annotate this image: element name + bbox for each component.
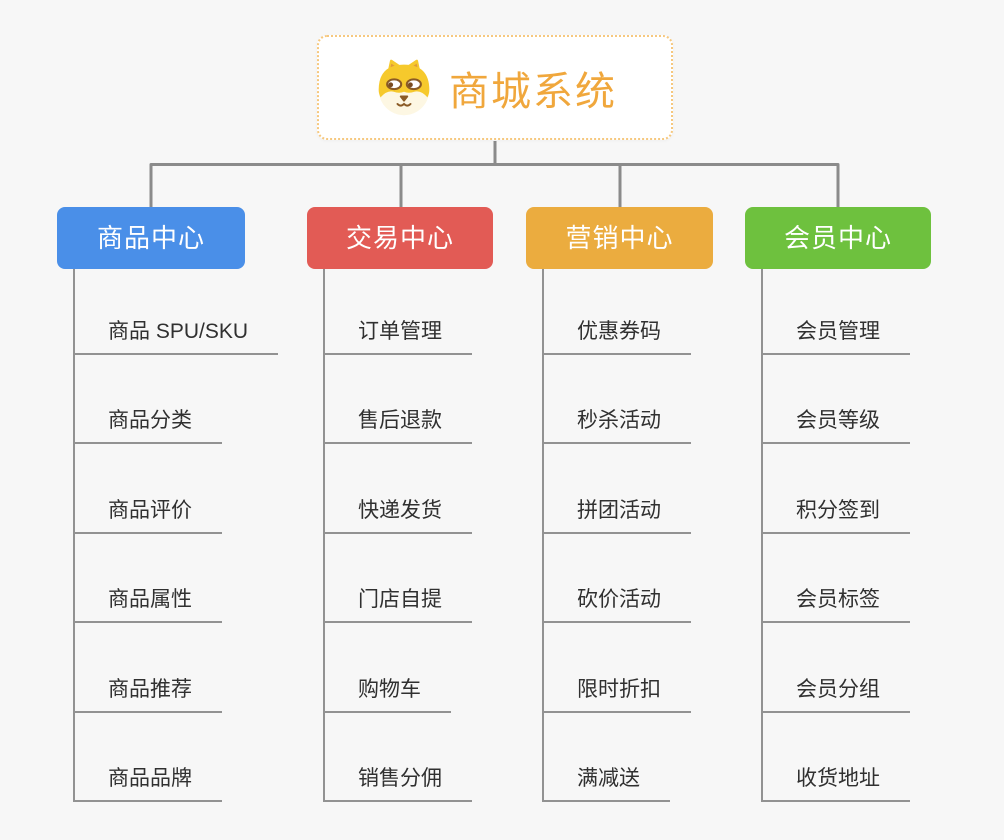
leaf-node[interactable]: 砍价活动 (542, 585, 691, 623)
leaf-node[interactable]: 订单管理 (323, 317, 472, 355)
leaf-node[interactable]: 会员标签 (761, 585, 910, 623)
branch-column-product-center: 商品 SPU/SKU 商品分类 商品评价 商品属性 商品推荐 商品品牌 (73, 269, 323, 804)
leaf-node[interactable]: 售后退款 (323, 406, 472, 444)
branch-column-trade-center: 订单管理 售后退款 快递发货 门店自提 购物车 销售分佣 (323, 269, 573, 804)
leaf-node[interactable]: 商品评价 (73, 496, 222, 534)
leaf-node[interactable]: 积分签到 (761, 496, 910, 534)
leaf-node[interactable]: 购物车 (323, 675, 451, 713)
leaf-node[interactable]: 商品品牌 (73, 764, 222, 802)
shiba-dog-icon (378, 59, 430, 115)
branch-spine (761, 269, 763, 802)
leaf-node[interactable]: 拼团活动 (542, 496, 691, 534)
branch-trade-center[interactable]: 交易中心 (307, 207, 493, 269)
leaf-node[interactable]: 商品推荐 (73, 675, 222, 713)
leaf-node[interactable]: 收货地址 (761, 764, 910, 802)
branch-member-center[interactable]: 会员中心 (745, 207, 931, 269)
branch-column-marketing-center: 优惠券码 秒杀活动 拼团活动 砍价活动 限时折扣 满减送 (542, 269, 792, 804)
leaf-node[interactable]: 会员分组 (761, 675, 910, 713)
root-title: 商城系统 (449, 69, 617, 114)
leaf-node[interactable]: 商品分类 (73, 406, 222, 444)
branch-spine (323, 269, 325, 802)
leaf-node[interactable]: 满减送 (542, 764, 670, 802)
leaf-node[interactable]: 会员等级 (761, 406, 910, 444)
branch-product-center[interactable]: 商品中心 (57, 207, 245, 269)
root-node[interactable]: 商城系统 (317, 35, 673, 140)
leaf-node[interactable]: 商品 SPU/SKU (73, 317, 279, 355)
leaf-node[interactable]: 会员管理 (761, 317, 910, 355)
branch-marketing-center[interactable]: 营销中心 (526, 207, 713, 269)
branch-spine (73, 269, 75, 802)
branch-spine (542, 269, 544, 802)
leaf-node[interactable]: 优惠券码 (542, 317, 691, 355)
leaf-node[interactable]: 秒杀活动 (542, 406, 691, 444)
leaf-node[interactable]: 商品属性 (73, 585, 222, 623)
leaf-node[interactable]: 门店自提 (323, 585, 472, 623)
leaf-node[interactable]: 销售分佣 (323, 764, 472, 802)
leaf-node[interactable]: 限时折扣 (542, 675, 691, 713)
root-branch-connector (149, 141, 840, 208)
leaf-node[interactable]: 快递发货 (323, 496, 472, 534)
branch-column-member-center: 会员管理 会员等级 积分签到 会员标签 会员分组 收货地址 (761, 269, 1004, 804)
